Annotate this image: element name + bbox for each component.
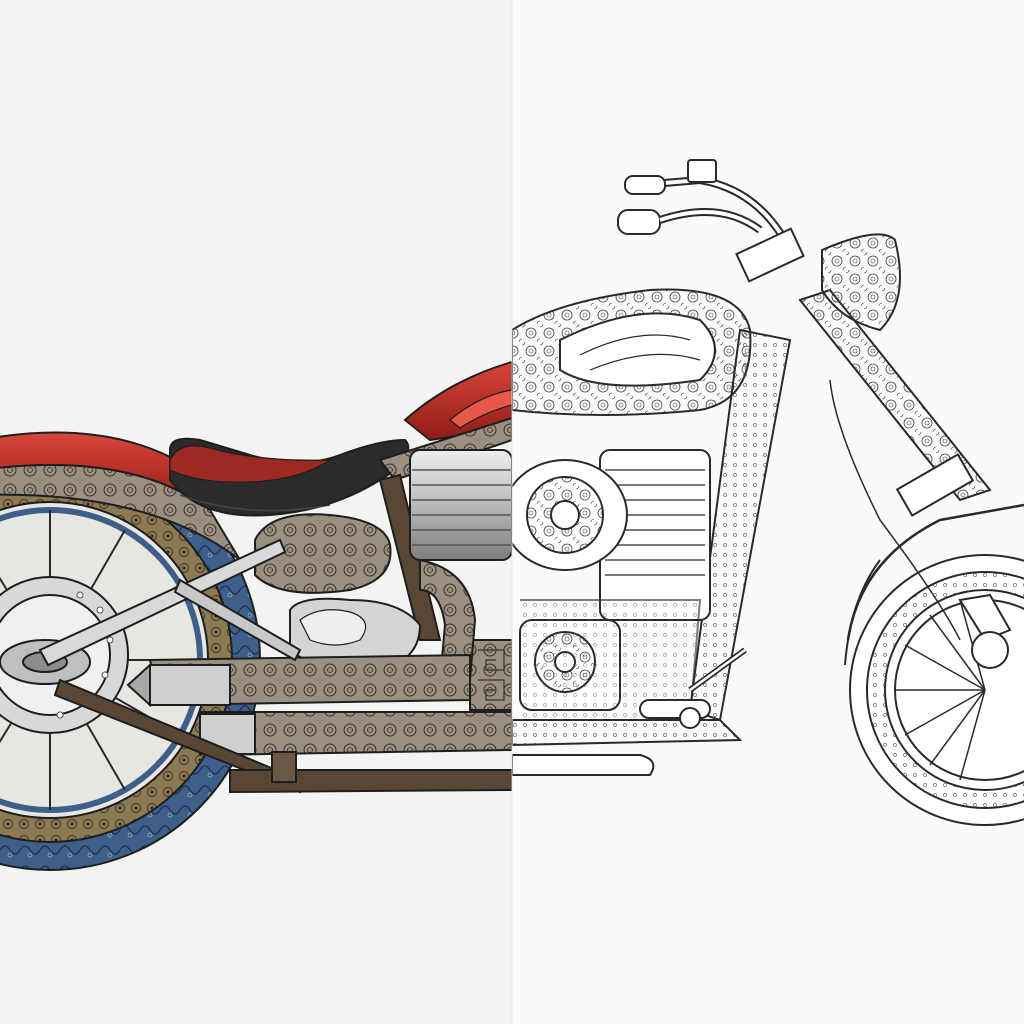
- line-art-half: [512, 159, 1024, 826]
- brake-cable: [829, 379, 961, 641]
- oil-tank: [254, 513, 392, 594]
- front-fork: [798, 288, 1012, 669]
- exhaust-pipes: [126, 558, 512, 757]
- engine: [289, 449, 512, 711]
- frame-lower-rail: [512, 754, 655, 776]
- handlebars: [617, 159, 805, 283]
- frame-lower-rail-colored: [229, 769, 512, 794]
- headlight: [821, 233, 901, 332]
- swingarm-upper: [38, 538, 287, 667]
- seat-edge: [169, 445, 333, 483]
- footpeg: [639, 647, 747, 729]
- frame-seat-tube: [378, 473, 442, 641]
- engine-lineart: [512, 449, 711, 721]
- tank-flame-panel: [559, 312, 716, 387]
- front-wheel: [844, 503, 1024, 826]
- colored-half: [0, 360, 512, 871]
- exhaust-lineart: [512, 719, 743, 747]
